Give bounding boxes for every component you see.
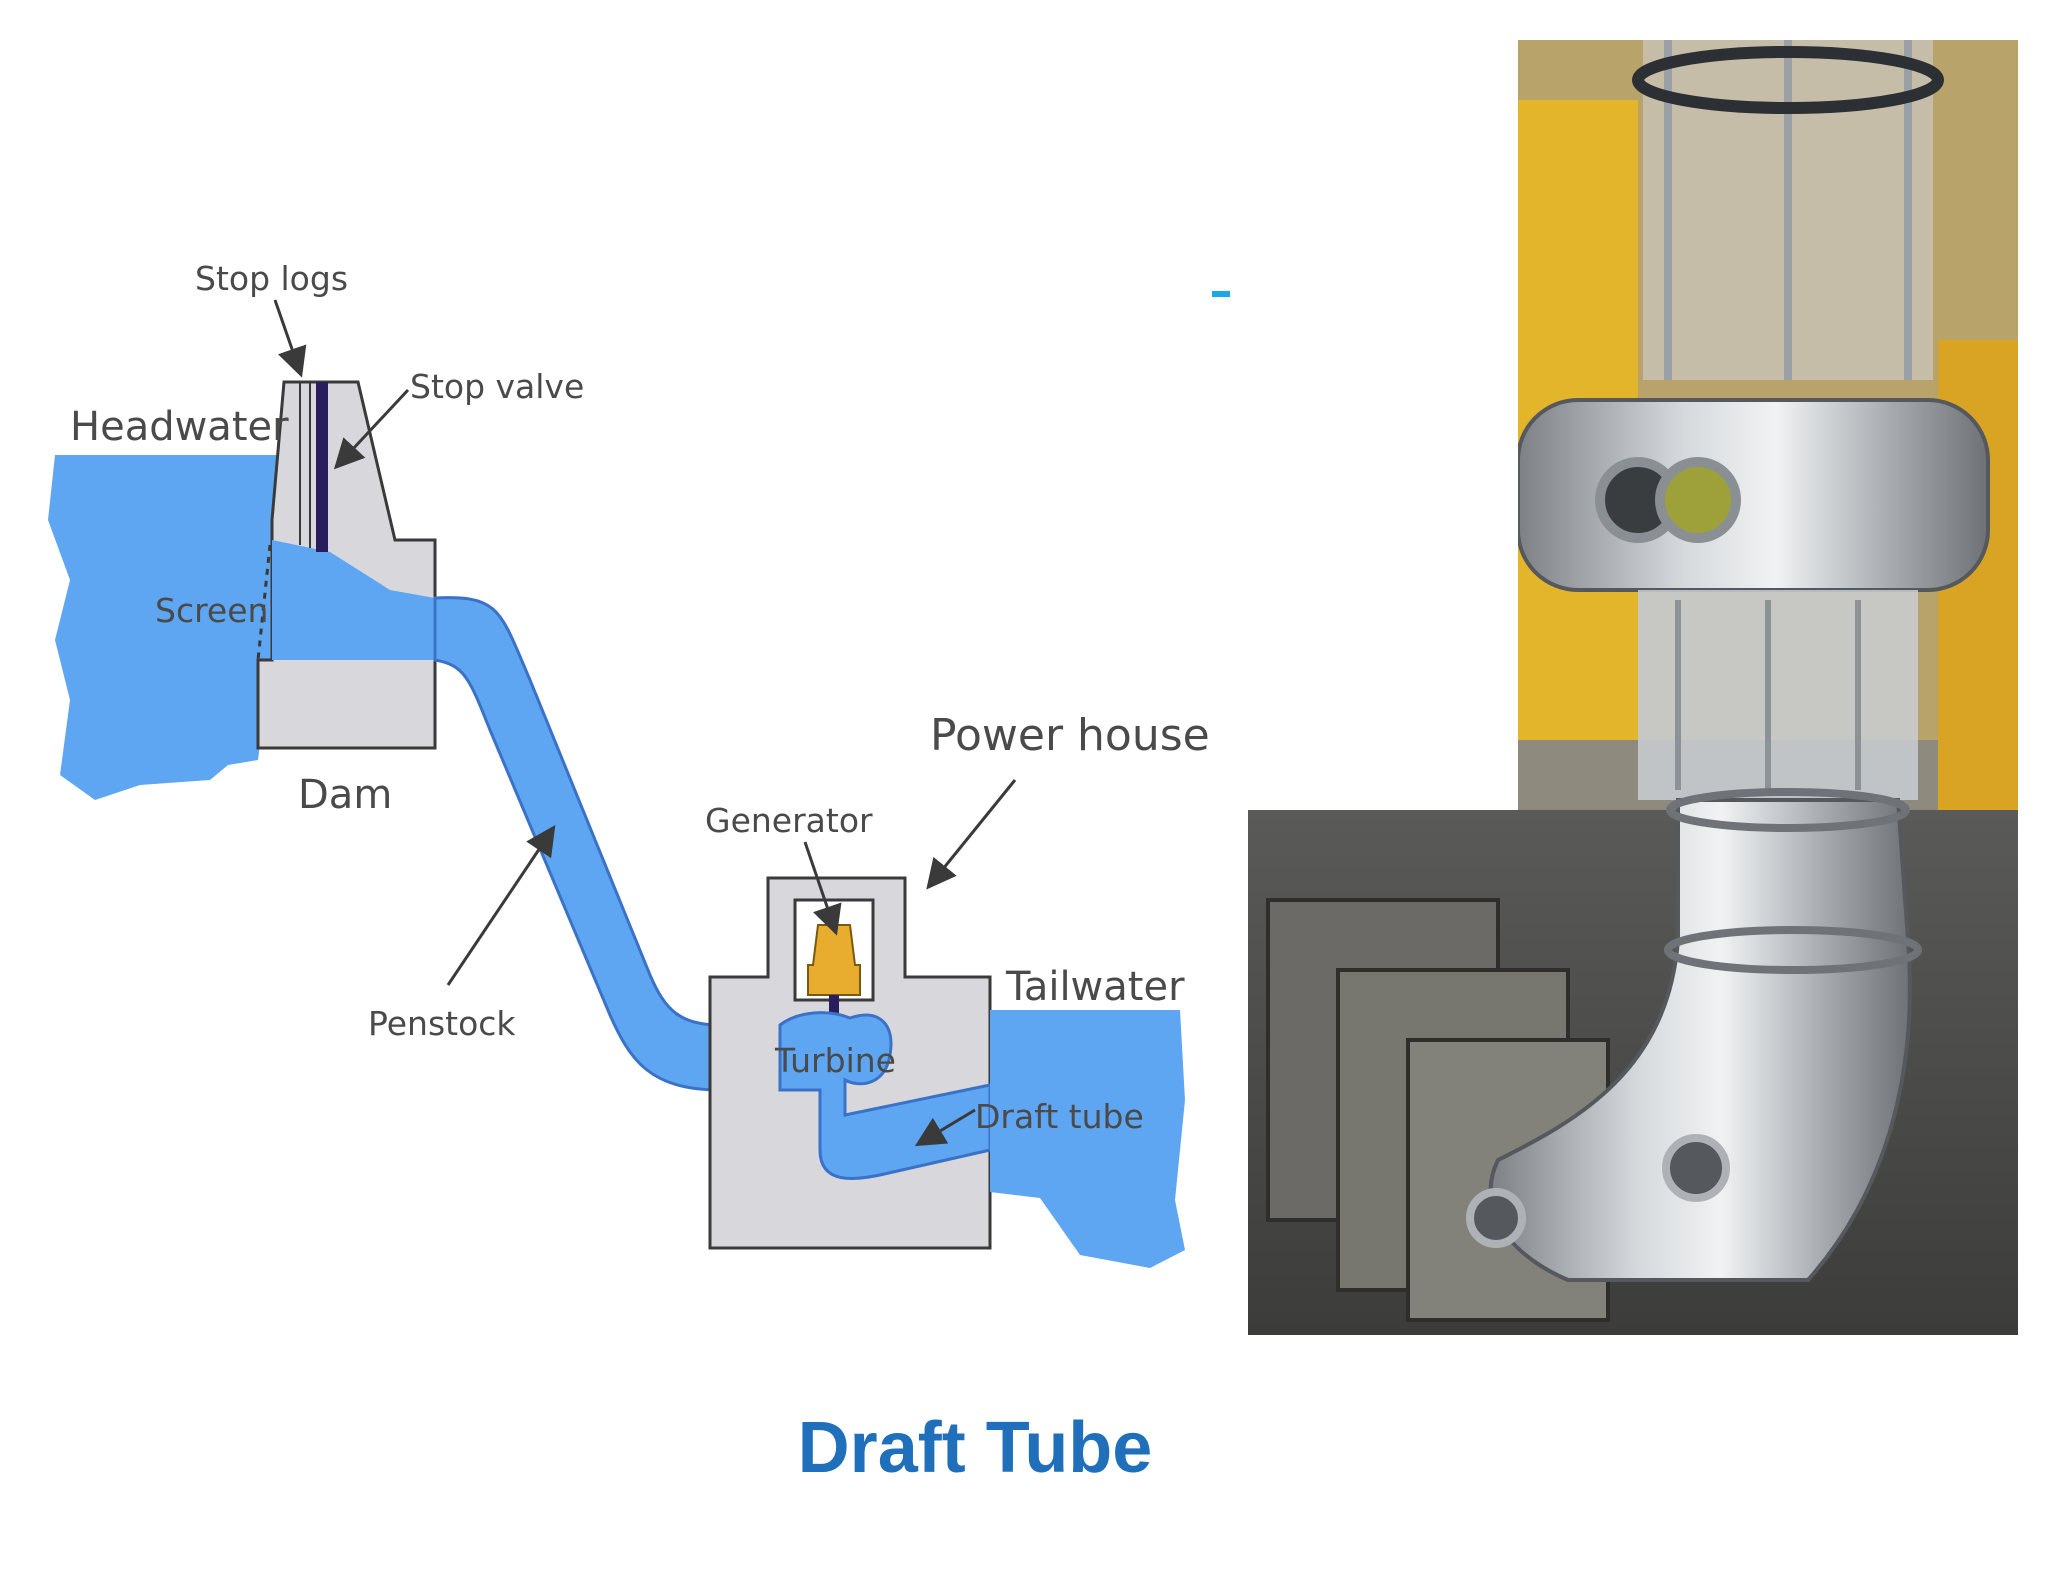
tailwater-water [990, 1010, 1185, 1268]
headwater-water [48, 455, 285, 800]
label-penstock: Penstock [368, 1004, 516, 1043]
penstock-arrow [446, 825, 556, 986]
generator-arrow [803, 841, 842, 936]
stop-logs-arrow [273, 299, 307, 378]
label-power-house: Power house [930, 710, 1210, 761]
label-stop-logs: Stop logs [195, 259, 348, 298]
generator [807, 924, 861, 996]
label-turbine: Turbine [774, 1041, 896, 1080]
slide-title: Draft Tube [797, 1408, 1153, 1488]
label-dam: Dam [298, 772, 392, 818]
screen [256, 544, 272, 661]
intake-water [272, 540, 435, 660]
stop-valve-arrow [333, 388, 410, 470]
stop-valve [316, 382, 328, 552]
hydropower-diagram: Stop logs Stop valve Headwater Screen Da… [48, 259, 1210, 1268]
power-house-arrow [926, 779, 1017, 890]
label-tailwater: Tailwater [1005, 964, 1185, 1010]
accent-dash [1212, 291, 1230, 297]
label-generator: Generator [705, 801, 873, 840]
label-draft-tube: Draft tube [975, 1097, 1144, 1136]
photo-overlay-blank [1248, 40, 1518, 810]
draft-tube-arrow [914, 1108, 976, 1147]
label-headwater: Headwater [70, 404, 289, 450]
label-screen: Screen [155, 591, 268, 630]
label-stop-valve: Stop valve [410, 367, 584, 406]
